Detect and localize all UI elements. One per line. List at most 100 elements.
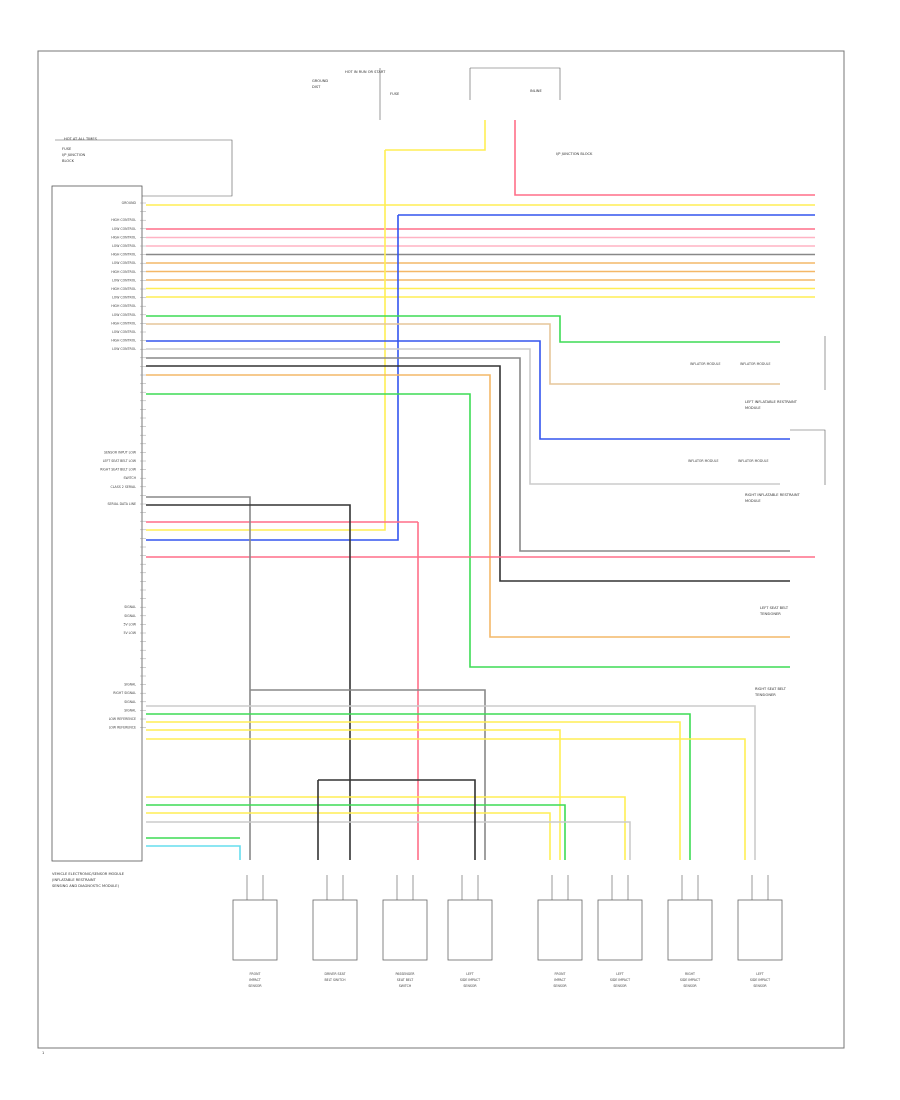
white-lower-2 [146, 821, 631, 860]
pin-label: SWITCH [124, 476, 137, 480]
device-label: FRONT [555, 972, 566, 976]
right-label-3: RIGHT INFLATABLE RESTRAINT [745, 493, 801, 497]
device-label: LEFT [616, 972, 624, 976]
fuse-label-4: BLOCK [62, 159, 75, 163]
device-label: SIDE IMPACT [460, 978, 480, 982]
pin-label: HIGH CONTROL [111, 235, 136, 239]
feed-yellow [385, 120, 486, 151]
black-lower [318, 779, 476, 860]
device-box [447, 899, 493, 961]
pin-label: SIGNAL [124, 700, 136, 704]
feed-red [514, 120, 815, 196]
top-label-6: I/P JUNCTION BLOCK [556, 152, 593, 156]
device-box [737, 899, 783, 961]
pin-label: HIGH CONTROL [111, 339, 136, 343]
module-sub-2: SENSING AND DIAGNOSTIC MODULE) [52, 884, 120, 888]
green-lower-2 [146, 804, 566, 860]
pin-label: SIGNAL [124, 605, 136, 609]
green-ctrl-2 [146, 393, 790, 668]
connector-label-1: INFLATOR MODULE [690, 362, 720, 366]
pin-label: 5V LOW [123, 631, 136, 635]
module-box [51, 185, 143, 862]
pin-label: LOW CONTROL [112, 244, 136, 248]
yellow-lower-4 [146, 796, 626, 860]
pin-label: HIGH CONTROL [111, 321, 136, 325]
device-label: PASSENGER [395, 972, 415, 976]
device-label: BELT SWITCH [325, 978, 347, 982]
pin-label: SENSOR INPUT LOW [104, 450, 137, 454]
top-label-4: FUSE [390, 92, 400, 96]
pin-label: RIGHT SIGNAL [113, 691, 136, 695]
device-label: SIDE IMPACT [680, 978, 700, 982]
cyan-lower [146, 845, 241, 860]
right-label-5: LEFT SEAT BELT [760, 606, 789, 610]
white-ctrl [146, 348, 780, 485]
pin-label: LOW CONTROL [112, 347, 136, 351]
yellow-lower-3 [146, 738, 746, 860]
device-box [597, 899, 643, 961]
black-vert-1 [146, 504, 351, 860]
right-label-7: RIGHT SEAT BELT [755, 687, 787, 691]
device-label: SENSOR [683, 984, 697, 988]
device-label: RIGHT [685, 972, 695, 976]
pin-label: LOW CONTROL [112, 261, 136, 265]
top-label-1: HOT IN RUN OR START [345, 70, 386, 74]
connector-label-3: INFLATOR MODULE [688, 459, 718, 463]
top-bracket-right [470, 67, 561, 100]
pin-label: SIGNAL [124, 708, 136, 712]
pin-label: HIGH CONTROL [111, 287, 136, 291]
device-label: SIDE IMPACT [610, 978, 630, 982]
device-label: SENSOR [553, 984, 567, 988]
top-label-2: GROUND [312, 79, 328, 83]
pin-label: HIGH CONTROL [111, 304, 136, 308]
module-sub-1: (INFLATABLE RESTRAINT [52, 878, 97, 882]
pin-label: LOW CONTROL [112, 313, 136, 317]
pin-label: RIGHT SEAT BELT LOW [100, 468, 137, 472]
yellow-lower-5 [146, 812, 551, 860]
blue-ctrl [146, 340, 790, 440]
device-label: IMPACT [554, 978, 566, 982]
connector-label-4: INFLATOR MODULE [738, 459, 768, 463]
device-box [382, 899, 428, 961]
yellow-lower-1 [146, 721, 681, 860]
black-ctrl [146, 365, 790, 582]
fuse-label-2: FUSE [62, 147, 72, 151]
pin-label: LOW CONTROL [112, 330, 136, 334]
top-label-3: DIST [312, 85, 321, 89]
device-box [667, 899, 713, 961]
device-label: SENSOR [753, 984, 767, 988]
yellow-lower-2 [146, 729, 561, 860]
device-label: SENSOR [613, 984, 627, 988]
right-label-6: TENSIONER [759, 612, 781, 616]
fuse-label-1: HOT AT ALL TIMES [64, 137, 98, 141]
pin-label: SERIAL DATA LINE [108, 502, 137, 506]
pin-label: 5V LOW [123, 622, 136, 626]
right-bracket-2 [790, 429, 826, 485]
device-box [537, 899, 583, 961]
page-number: 1 [42, 1051, 44, 1055]
green-lower [146, 713, 691, 860]
white-lower [146, 705, 756, 860]
device-label: SIDE IMPACT [750, 978, 770, 982]
device-label: LEFT [756, 972, 764, 976]
device-label: SWITCH [399, 984, 412, 988]
grey-vert-2 [250, 689, 486, 860]
device-label: SENSOR [463, 984, 477, 988]
device-label: IMPACT [249, 978, 261, 982]
fuse-bracket [55, 139, 233, 197]
right-label-4: MODULE [745, 499, 761, 503]
module-label: VEHICLE ELECTRONIC/SENSOR MODULE [52, 872, 125, 876]
top-label-5: INLINE [530, 89, 542, 93]
pin-label: LOW CONTROL [112, 278, 136, 282]
fuse-label-3: I/P JUNCTION [62, 153, 86, 157]
green-ctrl [146, 315, 780, 343]
pin-label: LEFT SEAT BELT LOW [103, 459, 137, 463]
wires [146, 120, 815, 860]
device-box [232, 899, 278, 961]
device-box [312, 899, 358, 961]
right-label-1: LEFT INFLATABLE RESTRAINT [745, 400, 798, 404]
right-label-2: MODULE [745, 406, 761, 410]
pin-label: HIGH CONTROL [111, 253, 136, 257]
